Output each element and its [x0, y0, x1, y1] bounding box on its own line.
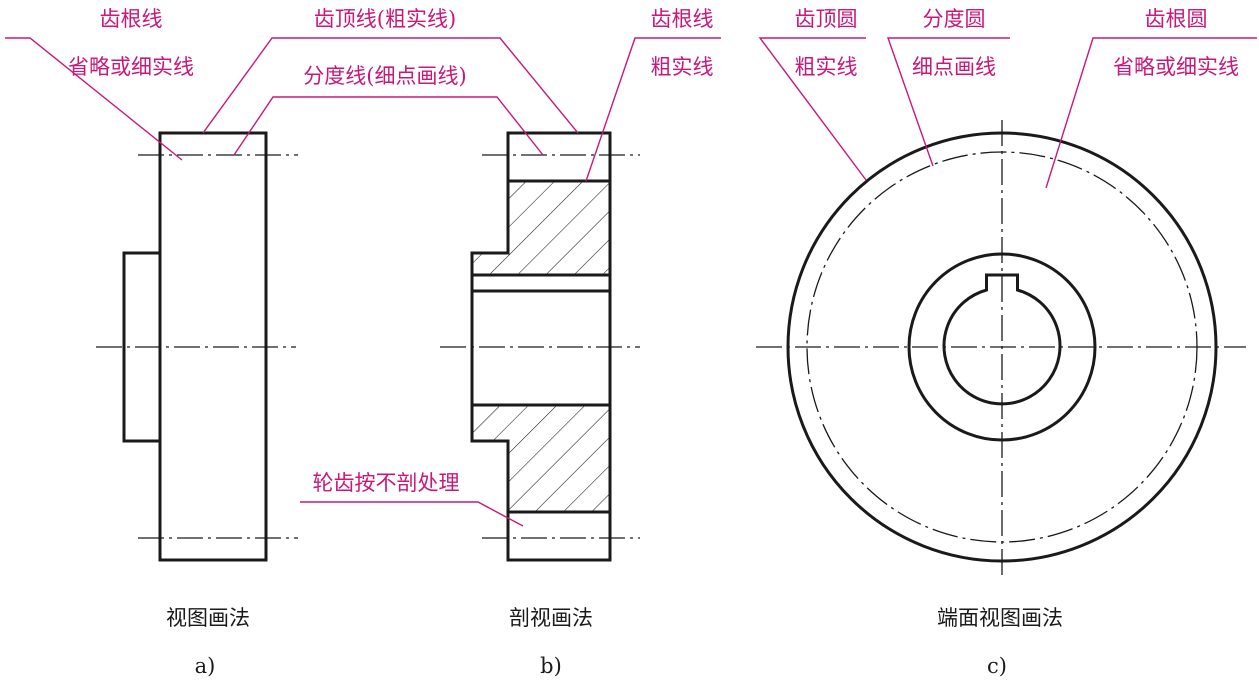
leader-a-pitch-line	[233, 96, 544, 156]
label-c-tip-circle-title: 齿顶圆	[795, 7, 858, 31]
leader-a-root-line	[5, 37, 183, 161]
leader-c-tip-circle	[758, 37, 867, 181]
view-a	[96, 131, 298, 562]
view-b-hatch-lower	[472, 405, 610, 512]
label-a-root-line-title: 齿根线	[100, 7, 163, 31]
caption-c: 端面视图画法	[937, 606, 1063, 630]
view-b	[440, 131, 640, 562]
caption-c-letter: c)	[987, 654, 1007, 678]
label-b-root-line-note: 粗实线	[651, 55, 714, 79]
caption-a: 视图画法	[166, 606, 250, 630]
label-a-root-line-note: 省略或细实线	[68, 55, 194, 79]
leader-lines	[5, 37, 1257, 527]
leader-b-root-line	[585, 37, 721, 182]
label-c-root-circle-note: 省略或细实线	[1113, 55, 1239, 79]
leader-a-tip-line	[202, 37, 579, 134]
annotations: 齿根线 省略或细实线 齿顶线(粗实线) 分度线(细点画线) 齿根线 粗实线 轮齿…	[68, 7, 1239, 495]
caption-a-letter: a)	[195, 654, 216, 678]
label-c-tip-circle-note: 粗实线	[795, 55, 858, 79]
label-b-root-line-title: 齿根线	[651, 7, 714, 31]
label-b-teeth-note: 轮齿按不剖处理	[313, 471, 460, 495]
caption-b-letter: b)	[540, 654, 562, 678]
leader-b-teeth	[300, 501, 524, 527]
caption-b: 剖视画法	[509, 606, 593, 630]
label-a-tip-line: 齿顶线(粗实线)	[314, 7, 456, 31]
label-a-pitch-line: 分度线(细点画线)	[303, 64, 466, 88]
leader-c-root-circle	[1045, 37, 1257, 189]
leader-c-pitch-circle	[887, 37, 1010, 167]
captions: 视图画法 a) 剖视画法 b) 端面视图画法 c)	[166, 606, 1063, 678]
view-b-hatch-upper	[472, 181, 610, 275]
label-c-root-circle-title: 齿根圆	[1145, 7, 1208, 31]
label-c-pitch-circle-title: 分度圆	[923, 7, 986, 31]
view-c-bore-with-keyway	[942, 273, 1062, 406]
label-c-pitch-circle-note: 细点画线	[912, 55, 996, 79]
view-c	[756, 120, 1246, 578]
